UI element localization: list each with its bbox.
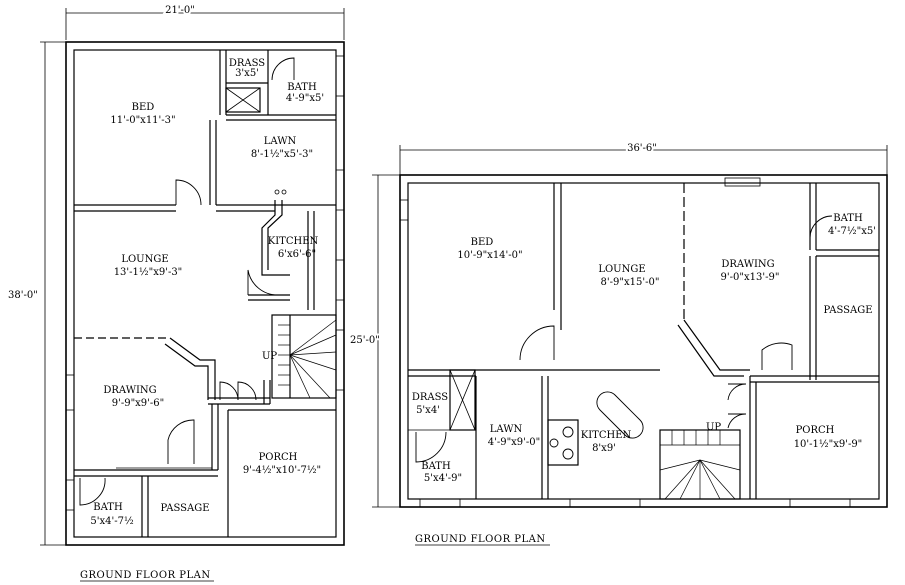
left-plan-title: GROUND FLOOR PLAN [80,570,211,581]
right-drawing-size: 9'-0"x13'-9" [721,272,780,283]
right-bed-size: 10'-9"x14'-0" [457,250,522,261]
right-lawn-size: 4'-9"x9'-0" [488,437,541,448]
right-bath-bottom-name: BATH [421,461,451,472]
left-floor-plan [40,8,345,546]
right-kitchen-name: KITCHEN [581,430,632,441]
right-plan-labels: 36'-6" 25'-0" BED 10'-9"x14'-0" LOUNGE 8… [348,141,876,546]
right-lounge-size: 8'-9"x15'-0" [601,277,660,288]
right-drass-size: 5'x4' [416,405,440,416]
left-dim-width: 21'-0" [165,5,195,16]
right-passage-name: PASSAGE [823,305,872,316]
right-up-label: UP [706,422,721,433]
left-bath-top-name: BATH [287,82,317,93]
left-lawn-name: LAWN [264,136,297,147]
right-porch-size: 10'-1½"x9'-9" [794,439,863,450]
right-bath-top-size: 4'-7½"x5' [828,226,876,237]
left-bed-name: BED [132,102,155,113]
left-lounge-size: 13'-1½"x9'-3" [114,267,183,278]
right-bath-top-name: BATH [833,213,863,224]
left-drawing-name: DRAWING [103,385,156,396]
right-drass-name: DRASS [412,392,448,403]
right-floor-plan [372,145,888,508]
left-lawn-size: 8'-1½"x5'-3" [251,149,313,160]
right-bed-name: BED [471,237,494,248]
left-drass-name: DRASS [229,58,265,69]
left-lounge-name: LOUNGE [121,254,168,265]
left-passage-name: PASSAGE [160,503,209,514]
left-porch-size: 9'-4½"x10'-7½" [243,465,321,476]
right-drawing-name: DRAWING [721,259,774,270]
left-drass-size: 3'x5' [235,68,259,79]
left-bath-top-size: 4'-9"x5' [286,93,324,104]
right-lounge-name: LOUNGE [598,264,645,275]
left-up-label: UP [262,351,277,362]
right-kitchen-size: 8'x9' [592,443,616,454]
right-bath-bottom-size: 5'x4'-9" [424,473,462,484]
left-kitchen-size: 6'x6'-6" [278,249,316,260]
right-lawn-name: LAWN [490,424,523,435]
right-plan-title: GROUND FLOOR PLAN [415,534,546,545]
right-dim-width: 36'-6" [627,143,657,154]
left-kitchen-name: KITCHEN [268,236,319,247]
left-plan-labels: 21'-0" 38'-0" DRASS 3'x5' BATH 4'-9"x5' … [6,3,324,582]
left-porch-name: PORCH [259,452,298,463]
left-bath-bottom-size: 5'x4'-7½ [90,516,134,527]
left-dim-height: 38'-0" [8,290,38,301]
left-bed-size: 11'-0"x11'-3" [110,115,175,126]
right-dim-height: 25'-0" [350,335,380,346]
left-drawing-size: 9'-9"x9'-6" [112,398,165,409]
left-bath-bottom-name: BATH [93,502,123,513]
right-porch-name: PORCH [796,425,835,436]
